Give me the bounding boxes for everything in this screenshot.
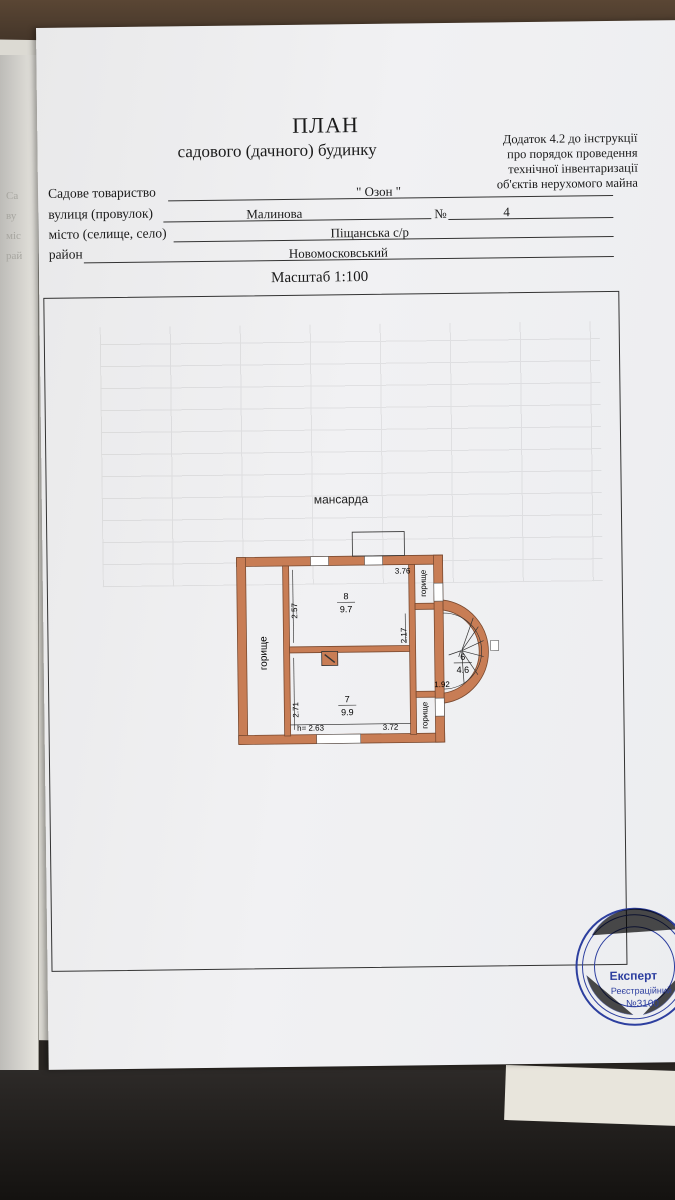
dim-room6-width: 1.92 [434,680,450,689]
attic-label-left: горище [258,636,269,670]
dormer [351,531,405,557]
cooperative-label: Садове товариство [47,184,156,201]
stamp-registration-number: №3100 [625,998,660,1010]
floor-label: мансарда [313,491,369,507]
room-6-area: 4.6 [457,665,470,675]
dim-room7-height: 2.71 [291,701,300,717]
room-6-number: 6 [460,652,465,662]
city-value: Піщанська с/р [330,224,410,241]
number-line [448,216,614,220]
left-page-text: міс [6,230,21,242]
left-page-text: Са [6,190,19,202]
district-label: район [48,246,83,262]
room-7-area: 9.9 [341,707,354,717]
stamp-registration-label: Реєстраційний [610,985,672,997]
room-7-number: 7 [345,694,350,704]
dim-bottom-width: 3.72 [383,723,399,732]
page-subtitle: садового (дачного) будинку [177,139,377,162]
floor-plan: 8 9.7 7 9.9 6 4.6 горище горище горище 3… [236,531,499,745]
number-value: 4 [503,204,510,220]
dimension-ticks [290,569,411,730]
spiral-stair-icon [443,612,484,690]
dim-room6-height: 2.17 [399,627,408,643]
wall-left [236,557,249,744]
number-label: № [434,205,447,222]
room-8-number: 8 [343,591,348,601]
official-stamp [575,907,675,1026]
stair-bay-wall [442,599,489,704]
street-label: вулиця (провулок) [48,205,154,222]
appendix-line: об'єктів нерухомого майна [496,175,639,192]
document-page: ПЛАН садового (дачного) будинку Додаток … [36,20,675,1070]
stamp-title: Експерт [609,968,658,984]
wall-attic-bottom [415,690,436,698]
district-value: Новомосковський [288,244,389,261]
left-page-edge: Са ву міс рай [0,55,39,1080]
left-page-text: рай [6,250,23,262]
dim-room8-height: 2.57 [290,602,299,618]
attic-label-right-bottom: горище [420,701,429,729]
wall-attic-top [414,602,435,610]
wall-cross [289,645,411,654]
page-title: ПЛАН [292,112,359,138]
left-page-text: ву [6,210,17,222]
street-value: Малинова [246,205,303,222]
windows [310,555,499,744]
envelope [504,1064,675,1127]
chimney-mark [324,653,336,663]
cooperative-value: " Озон " [355,183,402,200]
room-8-area: 9.7 [340,604,353,614]
wall-right [433,554,446,743]
dim-ceiling-height: h= 2.63 [297,724,325,733]
attic-label-right-top: горище [419,569,428,597]
city-label: місто (селище, село) [48,225,167,242]
appendix-note: Додаток 4.2 до інструкції про порядок пр… [477,131,638,193]
dim-top-width: 3.76 [395,566,411,575]
scale-label: Масштаб 1:100 [270,268,369,287]
